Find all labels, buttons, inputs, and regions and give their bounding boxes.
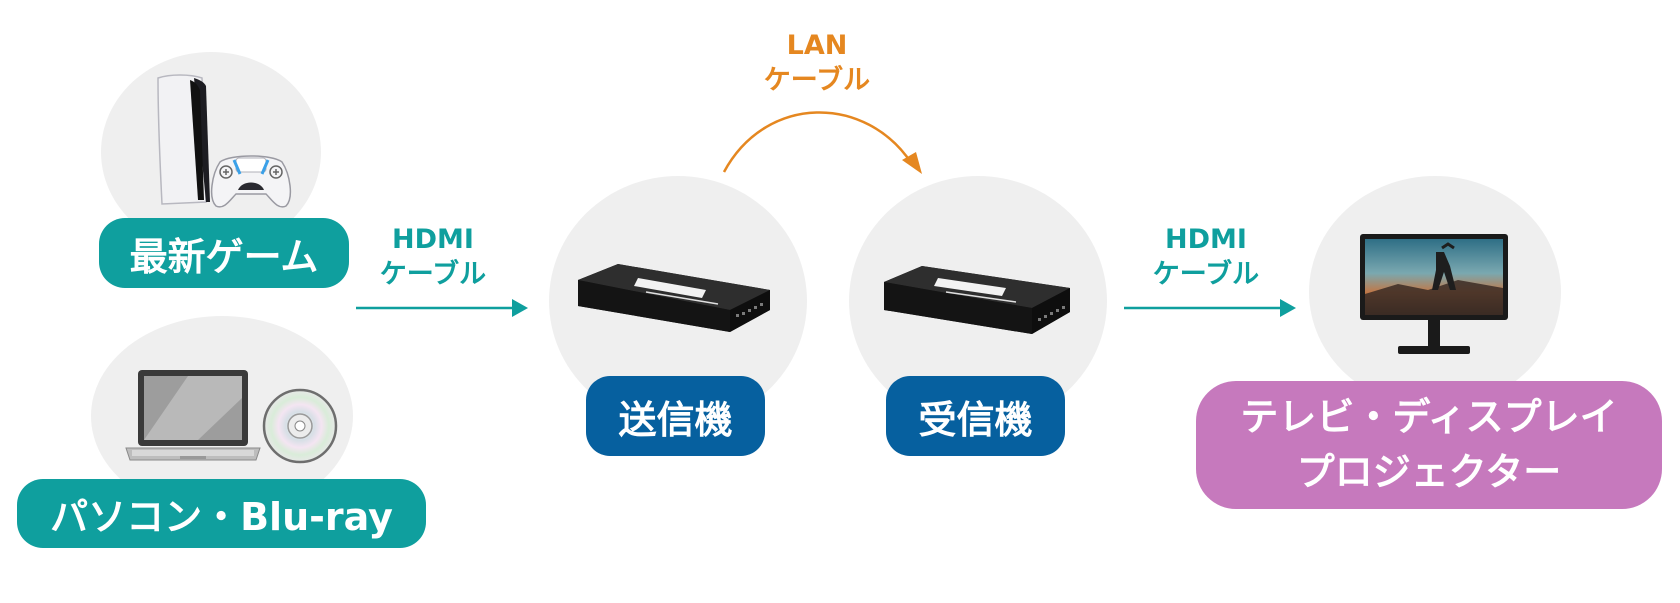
game-console-icon <box>157 74 210 205</box>
display-line2: プロジェクター <box>1296 450 1562 494</box>
lan-arrow <box>722 111 922 174</box>
display-line1: テレビ・ディスプレイ <box>1240 394 1618 439</box>
display-label: テレビ・ディスプレイ プロジェクター <box>1196 381 1662 509</box>
monitor-icon <box>1360 234 1508 354</box>
hdmi-out-cable-label: HDMI ケーブル <box>1141 222 1271 292</box>
hdmi-in-line1: HDMI <box>392 224 474 255</box>
lan-line2: ケーブル <box>763 65 871 97</box>
game-label: 最新ゲーム <box>99 218 349 288</box>
receiver-label: 受信機 <box>886 376 1065 456</box>
hdmi-out-arrow <box>1124 299 1296 317</box>
transmitter-label: 送信機 <box>586 376 765 456</box>
pc-label: パソコン・Blu-ray <box>17 479 426 548</box>
hdmi-out-line1: HDMI <box>1165 224 1247 255</box>
hdmi-in-cable-label: HDMI ケーブル <box>368 222 498 292</box>
lan-line1: LAN <box>786 30 848 61</box>
hdmi-in-arrow <box>356 299 528 317</box>
extender-box-icon <box>578 264 770 332</box>
laptop-icon <box>125 370 261 461</box>
hdmi-in-line2: ケーブル <box>379 259 487 291</box>
lan-cable-label: LAN ケーブル <box>752 28 882 98</box>
receiver-box-icon <box>884 266 1070 334</box>
hdmi-out-line2: ケーブル <box>1152 259 1260 291</box>
gamepad-icon <box>210 155 292 208</box>
disc-icon <box>262 388 338 464</box>
